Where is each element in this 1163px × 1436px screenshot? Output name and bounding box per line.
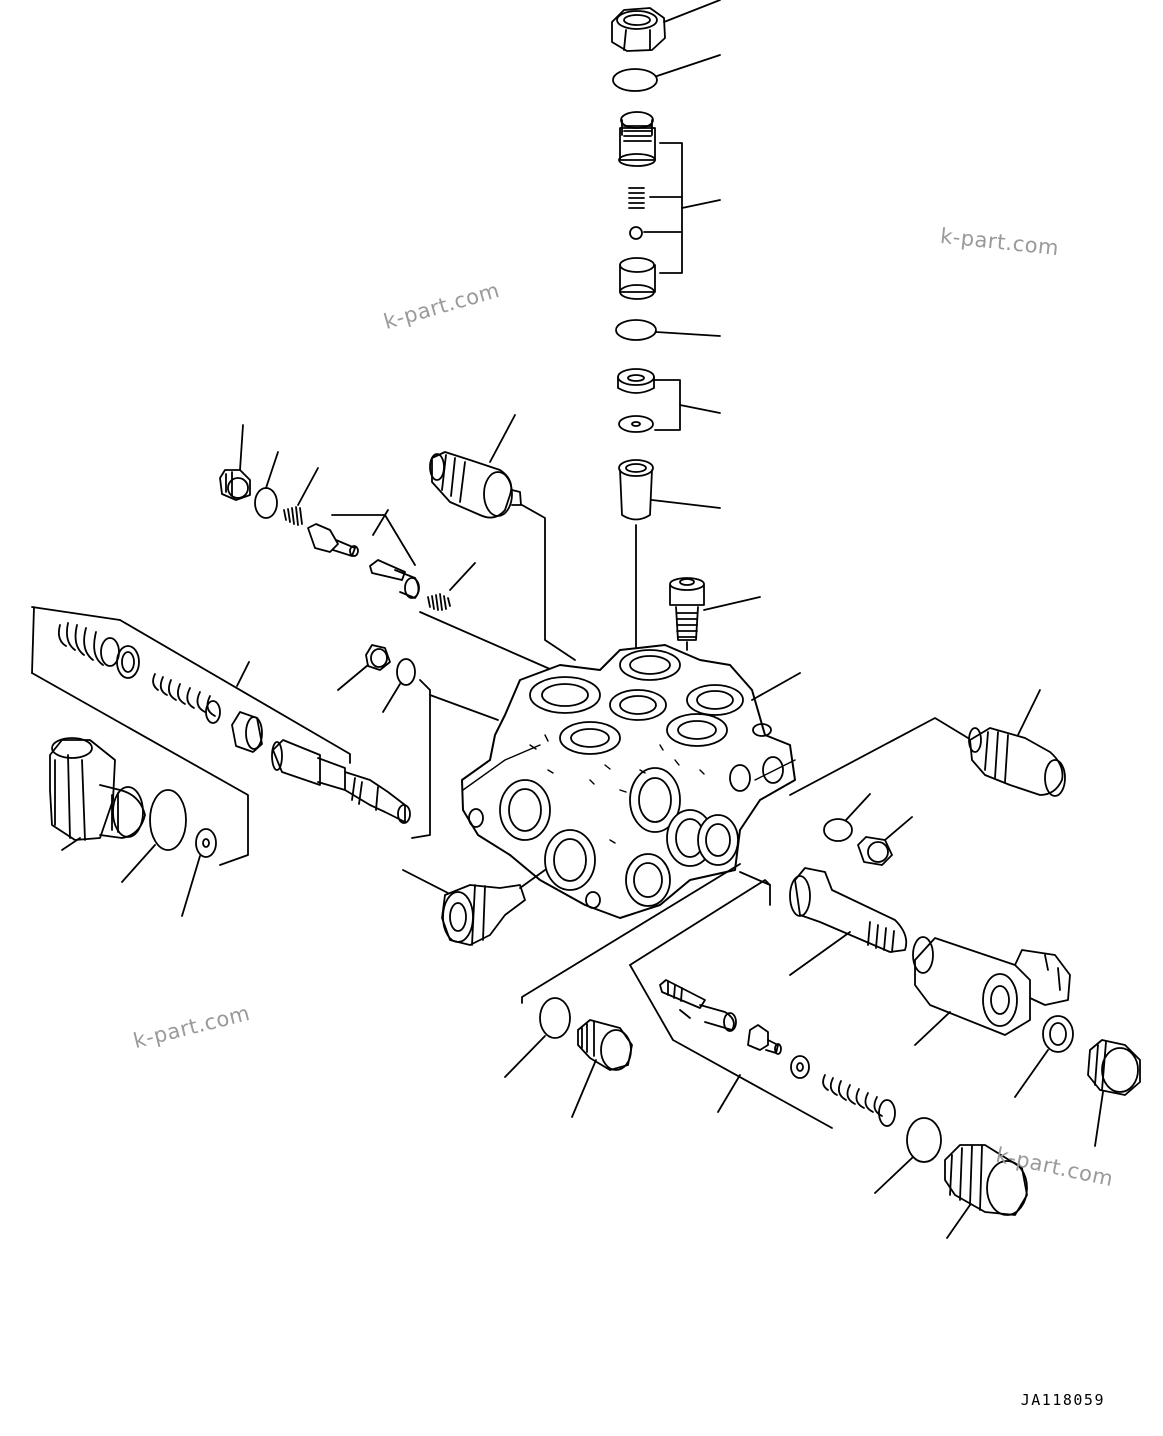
coil-nut (1087, 1039, 1141, 1147)
spacer-ring (617, 368, 655, 394)
solenoid-coil (912, 936, 1071, 1046)
check-valve-seat (618, 111, 656, 167)
sleeve (618, 459, 721, 651)
left-cap (49, 737, 146, 851)
left-o-ring (121, 789, 187, 883)
lower-bracket-leader (629, 964, 833, 1129)
top-nut (611, 0, 721, 52)
drawing-code: JA118059 (1020, 1391, 1105, 1409)
upper-solenoid-cartridge (429, 414, 576, 661)
check-body (619, 257, 656, 300)
right-plug (857, 816, 913, 866)
body-o-ring (382, 658, 499, 839)
lower-solenoid-cartridge (402, 869, 546, 946)
lower-plug (571, 1019, 633, 1118)
lower-pin (629, 879, 771, 1032)
washer (618, 379, 721, 433)
spool-stopper (231, 711, 263, 753)
lower-washer (790, 1055, 810, 1079)
piston-1 (307, 523, 359, 557)
left-spring-set (31, 606, 140, 679)
check-bracket-leader (643, 142, 721, 274)
main-spool (271, 739, 411, 824)
middle-o-ring (615, 319, 721, 341)
lower-o-ring-2 (874, 1117, 942, 1194)
check-ball (629, 226, 643, 240)
left-spring-2 (119, 619, 351, 764)
small-spring-2 (419, 562, 576, 681)
top-o-ring (612, 54, 721, 92)
lower-poppet (747, 1024, 782, 1055)
body-plug (337, 644, 391, 691)
check-spring (628, 187, 645, 209)
lower-spring (822, 1074, 896, 1127)
cap-screw (669, 577, 761, 651)
piston-2 (331, 509, 420, 599)
right-o-ring (823, 793, 871, 842)
lower-cap (944, 1144, 1028, 1239)
left-washer (31, 672, 249, 917)
valve-body (461, 644, 801, 919)
small-o-ring-1 (254, 451, 279, 519)
lower-o-ring-1 (504, 997, 571, 1078)
small-spring-1 (283, 467, 319, 526)
coil-o-ring (1014, 1015, 1074, 1098)
solenoid-tube (521, 863, 908, 1004)
small-plug (219, 424, 251, 501)
right-solenoid-cartridge (789, 689, 1066, 797)
